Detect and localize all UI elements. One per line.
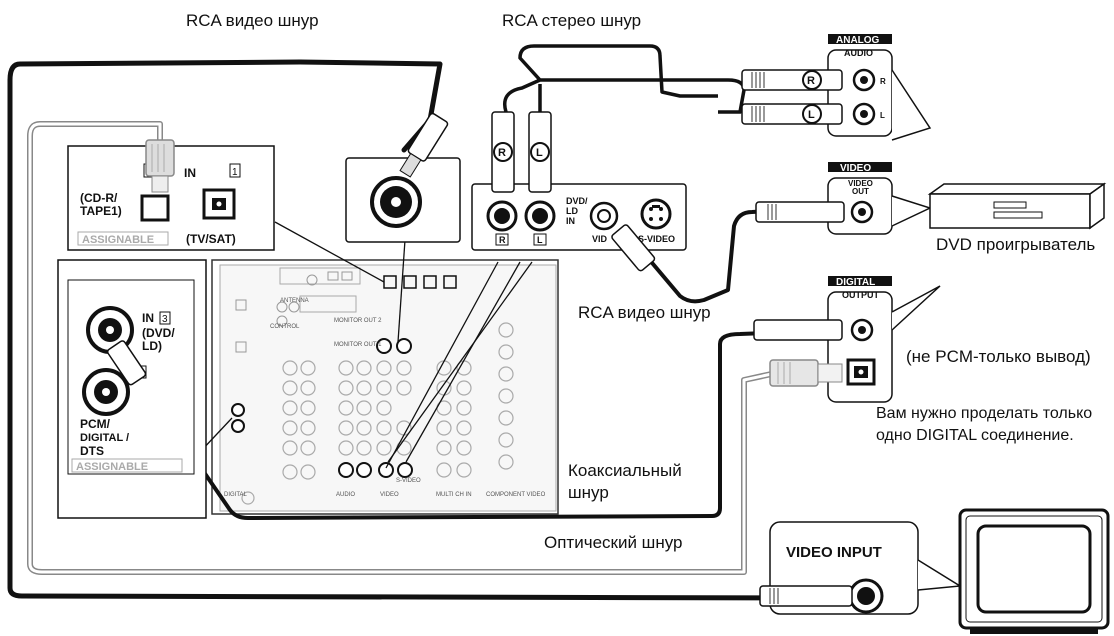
coax-num-3: 3 [162,314,168,325]
dvd-digital-panel: DIGITAL OUTPUT [827,276,941,403]
label-digital-note-2: одно DIGITAL соединение. [876,427,1074,444]
digital-tag: DIGITAL [836,277,875,288]
label-coax-2: шнур [568,483,609,502]
label-rca-video-mid: RCA видео шнур [578,303,711,322]
coax-pcm-label-1: PCM/ [80,417,111,431]
tv-icon [958,508,1110,634]
coax-in-label: IN [142,311,154,325]
label-rca-stereo: RCA стерео шнур [502,11,641,30]
panel-control: CONTROL [270,324,300,330]
dvd-in-label-3: IN [566,216,575,226]
panel-digital: DIGITAL [224,492,248,498]
inset-monitor-out [345,157,461,243]
panel-antenna: ANTENNA [280,298,309,304]
analog-plug-l-mark: L [808,109,815,121]
panel-component-video: COMPONENT VIDEO [486,492,546,498]
rca-plug-vid [611,224,656,272]
analog-l-label: L [880,111,885,120]
label-non-pcm: (не PCM-только вывод) [906,347,1091,366]
panel-audio: AUDIO [336,492,355,498]
rca-plug-analog-l: L [741,103,843,125]
panel-multi-ch-in: MULTI CH IN [436,492,472,498]
dvd-in-l: L [537,235,543,245]
panel-s-video: S-VIDEO [396,478,421,484]
optical-num-1: 1 [232,167,238,178]
dvd-analog-panel: ANALOG AUDIO R L [827,34,932,141]
coax-pcm-label-2: DIGITAL / [80,432,129,444]
coax-dvd-label-1: (DVD/ [142,326,175,340]
analog-r-label: R [880,77,886,86]
label-dvd-player: DVD проигрыватель [936,235,1095,254]
panel-monitor-out-1: MONITOR OUT 1 [334,342,382,348]
digital-output-label: OUTPUT [842,290,880,300]
video-tag: VIDEO [840,163,871,174]
panel-video: VIDEO [380,492,399,498]
optical-cd-r-label-2: TAPE1) [80,204,122,218]
optical-cd-r-label-1: (CD-R/ [80,191,118,205]
video-out-label-2: OUT [852,187,869,196]
analog-plug-r-mark: R [807,75,815,87]
rca-plug-l: L [528,111,552,193]
coax-plug-digital [753,319,843,341]
rca-plug-monitor-out [399,112,449,178]
coaxial-cable [118,330,791,520]
coax-pcm-label-3: DTS [80,444,104,458]
dvd-in-label-2: LD [566,206,578,216]
video-out-label-1: VIDEO [848,179,873,188]
rca-video-cable-tv [7,59,793,601]
label-coax-1: Коаксиальный [568,461,682,480]
optical-assignable: ASSIGNABLE [82,234,154,246]
analog-audio-label: AUDIO [844,48,873,58]
plug-r-mark: R [498,147,506,159]
dvd-in-vid: VID [592,234,608,244]
rca-video-cable-dvd [624,208,791,304]
label-rca-video-top: RCA видео шнур [186,11,319,30]
label-digital-note-1: Вам нужно проделать только [876,405,1092,422]
label-optical: Оптический шнур [544,533,682,552]
optical-tv-sat-label: (TV/SAT) [186,232,236,246]
dvd-video-panel: VIDEO VIDEO OUT [827,162,933,235]
rca-plug-r: R [491,111,515,193]
coax-assignable: ASSIGNABLE [76,461,148,473]
panel-monitor-out-2: MONITOR OUT 2 [334,318,382,324]
rca-plug-tv [759,585,853,607]
optical-jack-cdr [140,194,170,222]
optical-plug [145,139,175,193]
analog-tag: ANALOG [836,35,880,46]
coax-dvd-label-2: LD) [142,339,162,353]
dvd-in-r: R [499,235,506,245]
inset-coax-inputs: IN 3 (DVD/ LD) 4 PCM/ DIGITAL / DTS ASSI… [57,259,207,519]
tv-video-input-label: VIDEO INPUT [786,544,882,561]
rca-plug-analog-r: R [741,69,843,91]
s-video-jack [640,198,672,230]
coax-plug [106,340,147,386]
optical-plug-digital [769,359,843,387]
dvd-player-icon [927,182,1107,230]
rca-plug-video-out [755,201,845,223]
plug-l-mark: L [536,147,543,159]
optical-in-label: IN [184,166,196,180]
dvd-in-label-1: DVD/ [566,196,588,206]
dvd-in-s-video: S-VIDEO [638,234,675,244]
inset-dvd-ld-in: R L DVD/ LD IN VID S-VIDEO [471,183,687,251]
